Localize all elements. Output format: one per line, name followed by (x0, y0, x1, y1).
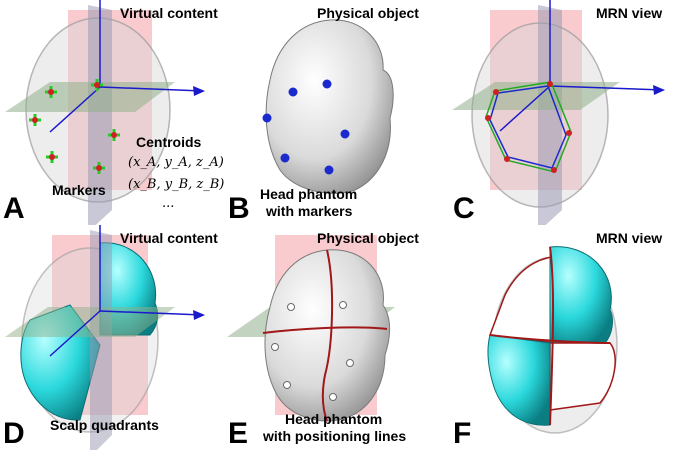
panel-c-letter: C (453, 192, 475, 225)
positioning-line-sagittal (321, 249, 334, 422)
positioning-line-axial (489, 334, 611, 344)
panel-b-figure (262, 19, 394, 194)
panel-d: Virtual content Scalp quadrants D (0, 225, 225, 450)
panel-c: MRN view C (450, 0, 675, 225)
panel-a-title: Virtual content (120, 5, 218, 21)
panel-a-centroid-b: (x_B, y_B, z_B) (128, 177, 225, 192)
marker (91, 79, 103, 91)
x-axis (99, 310, 204, 316)
panel-a-centroid-a: (x_A, y_A, z_A) (128, 155, 224, 170)
marker (93, 162, 105, 174)
panel-b: Physical object Head phantom with marker… (225, 0, 450, 225)
phantom-marker (288, 87, 298, 97)
panel-a-centroids-label: Centroids (136, 134, 202, 150)
panel-f-figure (487, 246, 618, 434)
marker (45, 86, 57, 98)
x-axis-arrow (653, 85, 665, 95)
panel-c-title: MRN view (596, 5, 663, 21)
panel-b-title: Physical object (317, 5, 419, 21)
y-axis (499, 85, 551, 132)
panel-e-caption-line2: with positioning lines (263, 428, 407, 444)
panel-d-letter: D (3, 417, 25, 450)
panel-c-figure (452, 0, 665, 225)
panel-a-caption: Markers (52, 182, 106, 198)
panel-b-letter: B (228, 192, 250, 225)
panel-a-letter: A (3, 192, 25, 225)
panel-b-caption-line2: with markers (266, 203, 353, 219)
x-axis (99, 86, 204, 92)
phantom-marker-group (262, 79, 350, 175)
phantom-marker (322, 79, 332, 89)
marker-group (29, 79, 120, 174)
scalp-quadrant-lower-left (487, 334, 551, 426)
aligned-marker (485, 115, 491, 121)
aligned-marker (493, 89, 499, 95)
marker (29, 114, 41, 126)
axial-plane (5, 307, 175, 337)
aligned-marker (551, 167, 557, 173)
aligned-marker (547, 81, 553, 87)
head-phantom (265, 19, 394, 194)
panel-e: Physical object Head phantom with positi… (225, 225, 450, 450)
phantom-marker (324, 165, 334, 175)
panel-a-figure (5, 0, 205, 225)
aligned-marker (504, 156, 510, 162)
phantom-marker (340, 129, 350, 139)
coronal-plane (90, 230, 112, 450)
positioning-line-sagittal (549, 246, 555, 426)
phantom-marker (339, 301, 347, 309)
panel-a-ellipsis: ... (162, 196, 175, 211)
panel-d-caption: Scalp quadrants (50, 417, 159, 433)
physical-head-overlay-right (549, 342, 616, 411)
head-phantom (264, 249, 391, 422)
panel-e-title: Physical object (317, 230, 419, 246)
panel-e-figure (227, 235, 395, 422)
phantom-marker (271, 343, 279, 351)
x-axis-arrow (193, 86, 205, 96)
panel-e-letter: E (228, 417, 249, 450)
phantom-marker (283, 381, 291, 389)
aligned-marker (566, 130, 572, 136)
marker (46, 151, 58, 163)
aligned-marker-group (485, 81, 572, 173)
phantom-marker (287, 303, 295, 311)
panel-b-caption-line1: Head phantom (260, 186, 358, 202)
marker (108, 129, 120, 141)
x-axis-arrow (193, 310, 205, 320)
y-axis (49, 86, 101, 133)
panel-a: Virtual content Centroids (x_A, y_A, z_A… (0, 0, 225, 225)
phantom-marker-group (271, 301, 354, 401)
panel-e-caption-line1: Head phantom (285, 411, 383, 427)
panel-d-figure (5, 225, 205, 450)
coronal-plane (88, 5, 112, 225)
scalp-quadrant-upper-right (549, 246, 613, 344)
panel-d-title: Virtual content (120, 230, 218, 246)
axial-plane (452, 82, 620, 110)
y-axis (49, 310, 101, 357)
positioning-line-axial (262, 326, 388, 334)
panel-f-title: MRN view (596, 230, 663, 246)
phantom-marker (346, 359, 354, 367)
phantom-marker (329, 393, 337, 401)
panel-f: MRN view F (450, 225, 675, 450)
panel-f-letter: F (453, 417, 472, 450)
phantom-marker (280, 153, 290, 163)
x-axis (549, 85, 664, 91)
phantom-marker (262, 113, 272, 123)
